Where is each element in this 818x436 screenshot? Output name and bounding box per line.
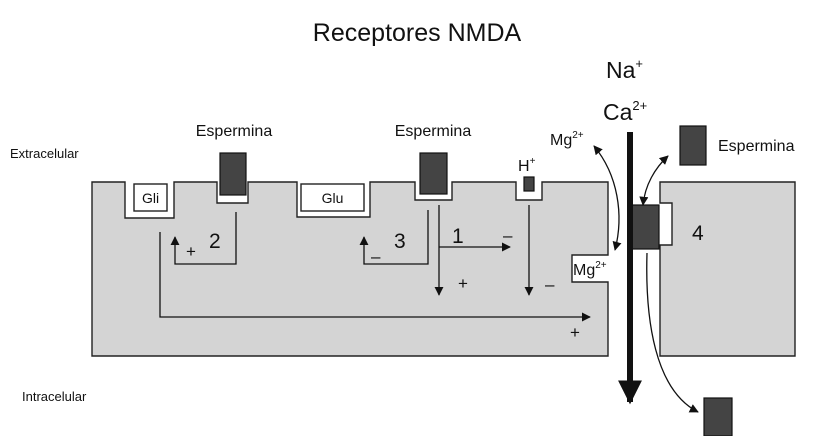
glu-label: Glu [322,190,344,206]
proton-minus-sign: – [545,275,555,294]
site-2-arrow [170,212,237,265]
spermine-block-1 [219,152,247,196]
spermine-block-2 [419,152,448,195]
spermine-block-3 [679,125,707,166]
site-1-plus-sign: + [458,274,468,293]
intracellular-label: Intracelular [22,389,87,404]
gli-binding-site [133,183,168,212]
site-3-sign: – [371,247,381,266]
glycine-plus-sign: + [570,323,580,342]
site-1-number: 1 [452,225,464,248]
proton-block [523,176,535,192]
mg-release-arrow [593,145,622,251]
site-2-sign: + [186,242,196,261]
spermine-release-arrow [646,252,699,413]
calcium-label: Ca2+ [603,98,647,125]
site-4-number: 4 [692,222,704,245]
channel-blocker-block [631,204,660,250]
receptor-body-left [91,181,609,357]
gli-label: Gli [142,190,159,206]
sodium-label: Na+ [606,56,643,83]
spermine-label-1: Espermina [196,123,273,140]
spermine-label-2: Espermina [395,123,472,140]
glycine-long-arrow [159,232,591,322]
diagram-title: Receptores NMDA [313,19,522,47]
receptor-body-right [659,181,796,357]
site-2-number: 2 [209,230,221,253]
glu-binding-site [300,183,365,212]
spermine-label-3: Espermina [718,138,795,155]
magnesium-channel-label: Mg2+ [573,260,607,279]
magnesium-top-label: Mg2+ [550,130,584,149]
site-3-number: 3 [394,230,406,253]
spermine-block-released [703,397,733,436]
proton-label: H+ [518,156,536,175]
site-1-minus-sign: – [503,226,513,245]
spermine-binding-arrow [639,155,669,206]
site-3-arrow [359,210,429,265]
extracellular-label: Extracelular [10,146,79,161]
